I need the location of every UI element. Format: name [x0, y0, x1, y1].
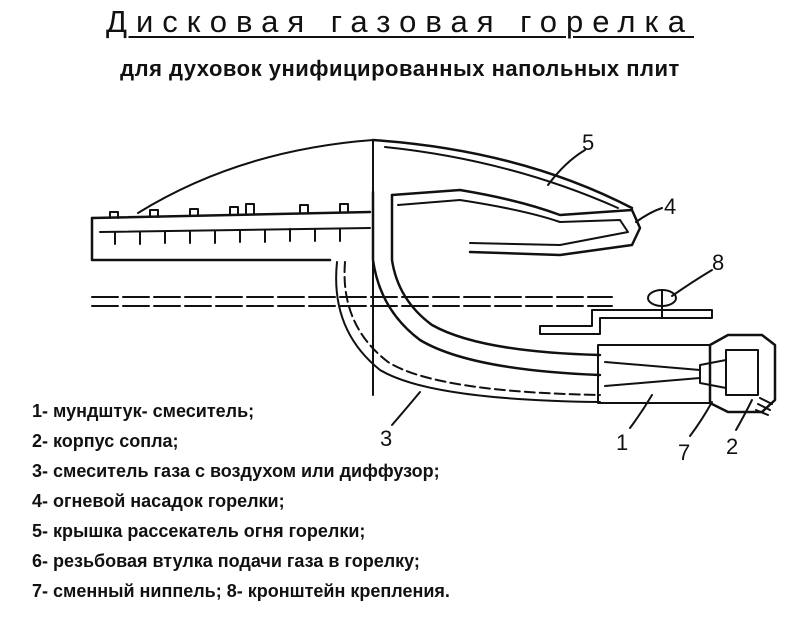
leader-3 — [391, 391, 421, 426]
callout-7: 7 — [678, 440, 690, 465]
leader-5 — [547, 149, 586, 186]
burner-disc-left-end — [90, 216, 332, 262]
mixer-inner-wall — [390, 193, 602, 357]
nozzle-thread — [755, 397, 773, 416]
burner-disc-teeth — [109, 203, 349, 219]
mouthpiece — [597, 344, 711, 404]
nozzle-inner — [725, 349, 759, 396]
cap-dome-right — [371, 138, 634, 210]
diagram-title: Дисковая газовая горелка — [106, 4, 694, 39]
legend-item: 5- крышка рассекатель огня горелки; — [32, 521, 366, 541]
diagram-subtitle: для духовок унифицированных напольных пл… — [120, 56, 680, 81]
mouthpiece-cone — [604, 361, 701, 387]
leader-8 — [671, 269, 713, 297]
burner-ports — [114, 228, 341, 245]
callout-5: 5 — [582, 130, 594, 155]
nozzle-body — [708, 333, 777, 414]
legend-item: 3- смеситель газа с воздухом или диффузо… — [32, 461, 440, 481]
mixer-outer-wall — [371, 190, 602, 377]
cap-inner-line — [384, 146, 619, 209]
legend-item: 1- мундштук- смеситель; — [32, 401, 255, 421]
bracket — [539, 309, 713, 335]
callout-1: 1 — [616, 430, 628, 455]
diffuser-dashed — [343, 261, 601, 396]
leader-1 — [629, 394, 653, 429]
burner-rim-right — [390, 188, 642, 257]
leader-4 — [635, 207, 663, 223]
legend-item: 7- сменный ниппель; 8- кронштейн креплен… — [32, 581, 450, 601]
burner-disc-bottom — [99, 227, 371, 233]
cap-dome-left — [137, 139, 374, 214]
diffuser-outer — [335, 261, 601, 403]
legend-item: 6- резьбовая втулка подачи газа в горелк… — [32, 551, 420, 571]
leader-2 — [735, 399, 753, 431]
callout-4: 4 — [664, 194, 676, 219]
legend-item: 4- огневой насадок горелки; — [32, 491, 285, 511]
leader-7 — [689, 401, 713, 437]
callout-8: 8 — [712, 250, 724, 275]
parts-legend: 1- мундштук- смеситель; 2- корпус сопла;… — [32, 396, 450, 606]
burner-rim-inner — [397, 199, 629, 246]
legend-item: 2- корпус сопла; — [32, 431, 179, 451]
callout-2: 2 — [726, 434, 738, 459]
callout-3: 3 — [380, 426, 392, 451]
nipple — [699, 359, 727, 389]
